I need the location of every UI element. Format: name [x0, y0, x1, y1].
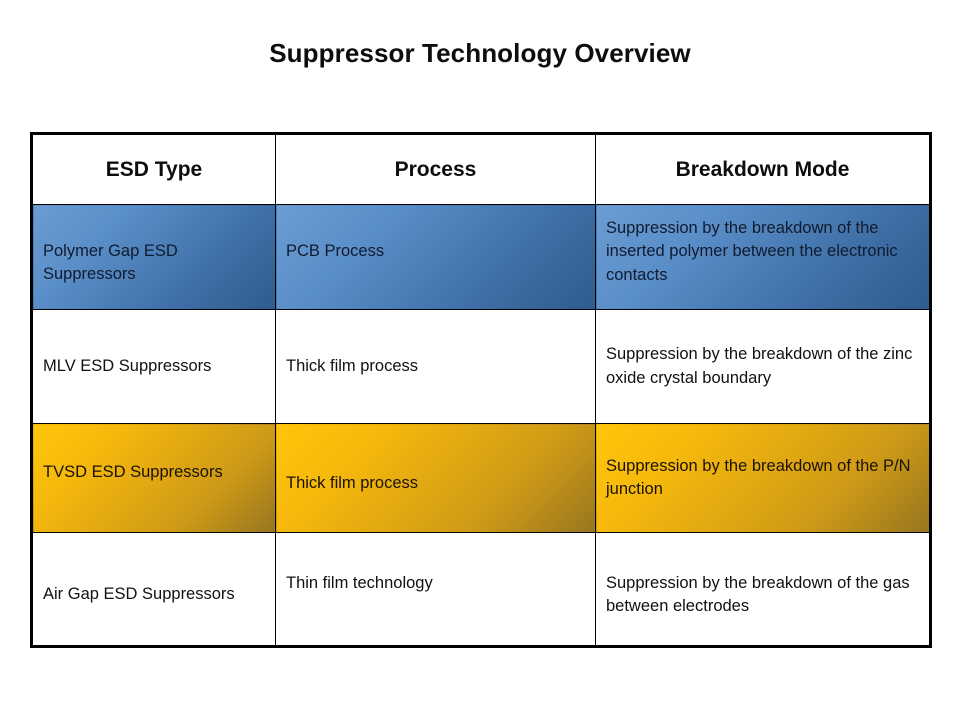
cell-breakdown-mode: Suppression by the breakdown of the zinc… [595, 309, 931, 424]
cell-text-process: PCB Process [286, 242, 385, 261]
cell-esd-type: MLV ESD Suppressors [31, 309, 276, 424]
cell-esd-type: Air Gap ESD Suppressors [31, 532, 276, 647]
cell-text-esd-type: TVSD ESD Suppressors [43, 463, 223, 482]
cell-text-breakdown-mode: Suppression by the breakdown of the zinc… [606, 345, 913, 387]
cell-process: Thin film technology [275, 532, 596, 647]
cell-text-esd-type: MLV ESD Suppressors [43, 356, 212, 375]
cell-esd-type: Polymer Gap ESD Suppressors [31, 204, 276, 310]
table-row: Air Gap ESD Suppressors Thin film techno… [31, 532, 931, 647]
table-row: MLV ESD Suppressors Thick film process S… [31, 309, 931, 424]
column-header-process: Process [275, 133, 596, 205]
cell-breakdown-mode: Suppression by the breakdown of the inse… [595, 204, 931, 310]
column-header-breakdown-mode: Breakdown Mode [595, 133, 931, 205]
cell-text-breakdown-mode: Suppression by the breakdown of the P/N … [606, 456, 911, 498]
cell-text-breakdown-mode: Suppression by the breakdown of the inse… [606, 218, 898, 284]
page-title: Suppressor Technology Overview [269, 38, 691, 68]
suppressor-technology-table: ESD Type Process Breakdown Mode Polymer … [30, 132, 932, 648]
table-header-row: ESD Type Process Breakdown Mode [31, 133, 931, 205]
cell-breakdown-mode: Suppression by the breakdown of the P/N … [595, 423, 931, 533]
cell-breakdown-mode: Suppression by the breakdown of the gas … [595, 532, 931, 647]
cell-process: Thick film process [275, 423, 596, 533]
table-row: Polymer Gap ESD Suppressors PCB Process … [31, 204, 931, 310]
table-row: TVSD ESD Suppressors Thick film process … [31, 423, 931, 533]
cell-process: PCB Process [275, 204, 596, 310]
cell-esd-type: TVSD ESD Suppressors [31, 423, 276, 533]
cell-text-process: Thick film process [286, 474, 419, 493]
cell-process: Thick film process [275, 309, 596, 424]
cell-text-breakdown-mode: Suppression by the breakdown of the gas … [606, 573, 910, 615]
cell-text-esd-type: Polymer Gap ESD Suppressors [43, 241, 178, 283]
cell-text-process: Thin film technology [286, 574, 433, 593]
cell-text-process: Thick film process [286, 356, 419, 375]
column-header-esd-type: ESD Type [31, 133, 276, 205]
cell-text-esd-type: Air Gap ESD Suppressors [43, 585, 235, 604]
